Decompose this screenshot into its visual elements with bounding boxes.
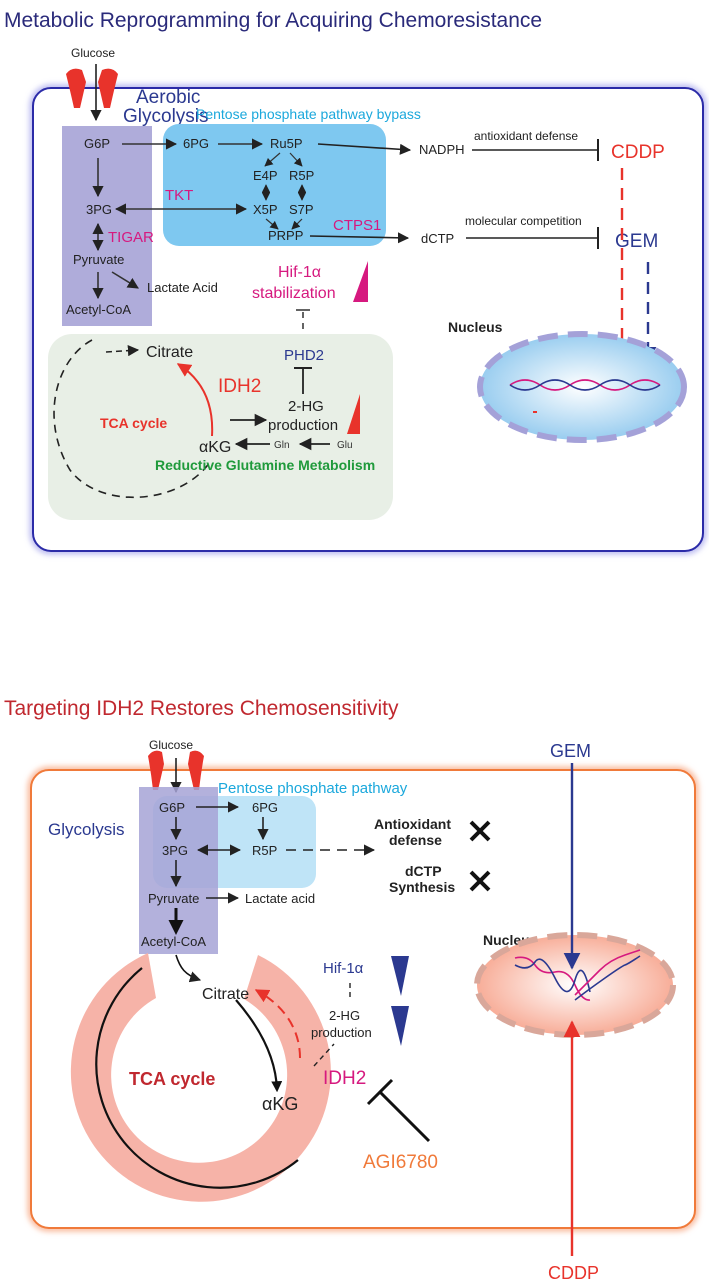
tca-cycle-dashed [53, 339, 211, 498]
arrow-akg-citrate [176, 363, 214, 437]
drug-cddp-bottom: CDDP [548, 1263, 599, 1283]
met-e4p: E4P [253, 168, 278, 183]
met-g6p-bottom: G6P [159, 800, 185, 815]
drug-gem-bottom: GEM [550, 741, 591, 761]
bottom-panel-title: Targeting IDH2 Restores Chemosensitivity [4, 697, 399, 720]
inhibitor-agi6780: AGI6780 [363, 1152, 438, 1173]
met-pyruvate-bottom: Pyruvate [148, 891, 199, 906]
inhibit-agi6780-idh2 [378, 1090, 431, 1143]
met-glu: Glu [337, 440, 353, 451]
met-gln: Gln [274, 440, 290, 451]
tca-ring [70, 953, 331, 1202]
met-3pg: 3PG [86, 202, 112, 217]
met-6pg-bottom: 6PG [252, 800, 278, 815]
bottom-panel: Targeting IDH2 Restores Chemosensitivity… [4, 697, 699, 1283]
tca-cycle-label-bottom: TCA cycle [129, 1069, 215, 1089]
met-akg-top: αKG [199, 439, 231, 456]
hif-stabilization: stabilization [252, 285, 336, 302]
met-akg-bottom: αKG [262, 1094, 298, 1114]
blocked-cross-icon-2 [469, 870, 491, 892]
met-g6p: G6P [84, 136, 110, 151]
blocked-cross-icon-1 [469, 820, 491, 842]
arrow-s7p-prpp [291, 218, 303, 230]
ppp-title: Pentose phosphate pathway bypass [196, 106, 421, 122]
arrow-prpp-dctp [309, 232, 410, 244]
ppp-title-bottom: Pentose phosphate pathway [218, 780, 408, 797]
arrow-acetyl-citrate [105, 345, 140, 357]
tca-cycle-label-top: TCA cycle [100, 415, 167, 431]
arrow-ru5p-nadph [317, 143, 412, 155]
arrow-ru5p-e4p [264, 152, 281, 167]
hif-decrease-wedge-icon [391, 956, 409, 996]
arrow-pyruvate-lactate [111, 271, 139, 289]
met-dctp: dCTP [421, 231, 454, 246]
hg-production-top-1: 2-HG [288, 398, 324, 415]
glucose-label-bottom: Glucose [149, 738, 193, 752]
met-6pg: 6PG [183, 136, 209, 151]
nucleus-top [477, 331, 687, 443]
met-r5p: R5P [289, 168, 314, 183]
enzyme-tkt: TKT [165, 187, 193, 204]
hif-label-bottom: Hif-1α [323, 960, 364, 977]
met-lactate-bottom: Lactate acid [245, 891, 315, 906]
arrow-acetyl-citrate-bottom [175, 954, 202, 983]
met-citrate-top: Citrate [146, 344, 193, 361]
nucleus-label-top: Nucleus [448, 319, 503, 335]
aerobic-glycolysis-label-2: Glycolysis [123, 106, 209, 127]
hg-production-bottom-1: 2-HG [329, 1008, 360, 1023]
enzyme-phd2: PHD2 [284, 347, 324, 364]
met-prpp: PRPP [268, 228, 303, 243]
enzyme-idh2-bottom: IDH2 [323, 1068, 366, 1089]
enzyme-tigar: TIGAR [108, 229, 154, 246]
enzyme-idh2-top: IDH2 [218, 376, 261, 397]
label-molecular-competition: molecular competition [465, 214, 582, 228]
arrow-x5p-prpp [265, 218, 279, 230]
met-3pg-bottom: 3PG [162, 843, 188, 858]
drug-gem-top: GEM [615, 231, 658, 252]
met-pyruvate: Pyruvate [73, 252, 124, 267]
hg-increase-wedge-icon [347, 394, 360, 434]
ppp-box [163, 124, 386, 246]
hg-production-bottom-2: production [311, 1025, 372, 1040]
glucose-transporter-icon [66, 68, 118, 108]
hif-label: Hif-1α [278, 264, 321, 281]
enzyme-ctps1: CTPS1 [333, 217, 381, 234]
drug-cddp-top: CDDP [611, 142, 665, 163]
tca-cycle-arrow [95, 967, 299, 1189]
met-acetyl-coa: Acetyl-CoA [66, 302, 131, 317]
met-x5p: X5P [253, 202, 278, 217]
dctp-synthesis-label-2: Synthesis [389, 879, 455, 895]
hg-production-top-2: production [268, 417, 338, 434]
met-r5p-bottom: R5P [252, 843, 277, 858]
dctp-synthesis-label-1: dCTP [405, 863, 442, 879]
link-idh2-2hg [313, 1043, 335, 1067]
top-panel-title: Metabolic Reprogramming for Acquiring Ch… [4, 9, 542, 32]
aerobic-glycolysis-label-1: Aerobic [136, 87, 200, 108]
arrow-ru5p-r5p [289, 152, 303, 167]
met-acetyl-bottom: Acetyl-CoA [141, 934, 206, 949]
met-s7p: S7P [289, 202, 314, 217]
dna-helix-icon-top [509, 379, 661, 413]
top-panel: Metabolic Reprogramming for Acquiring Ch… [4, 9, 707, 555]
tca-box [48, 334, 393, 520]
label-antioxidant: antioxidant defense [474, 129, 578, 143]
inhibit-agi6780-idh2-bar [366, 1078, 394, 1106]
glycolysis-box [62, 126, 152, 326]
dna-helix-icon-bottom [514, 949, 641, 1001]
met-nadph: NADPH [419, 142, 465, 157]
arrow-akg-citrate-dashed [254, 989, 301, 1059]
antioxidant-label-2: defense [389, 832, 442, 848]
antioxidant-label-1: Antioxidant [374, 816, 451, 832]
met-lactate: Lactate Acid [147, 280, 218, 295]
met-citrate-bottom: Citrate [202, 986, 249, 1003]
glucose-transporter-bottom-icon [148, 750, 204, 790]
tca-citrate-akg-arrow [235, 999, 283, 1093]
glucose-label: Glucose [71, 46, 115, 60]
reductive-glutamine-label: Reductive Glutamine Metabolism [155, 457, 375, 473]
glycolysis-label-bottom: Glycolysis [48, 820, 125, 839]
hif-increase-wedge-icon [353, 261, 368, 302]
met-ru5p: Ru5P [270, 136, 303, 151]
hg-decrease-wedge-icon [391, 1006, 409, 1046]
